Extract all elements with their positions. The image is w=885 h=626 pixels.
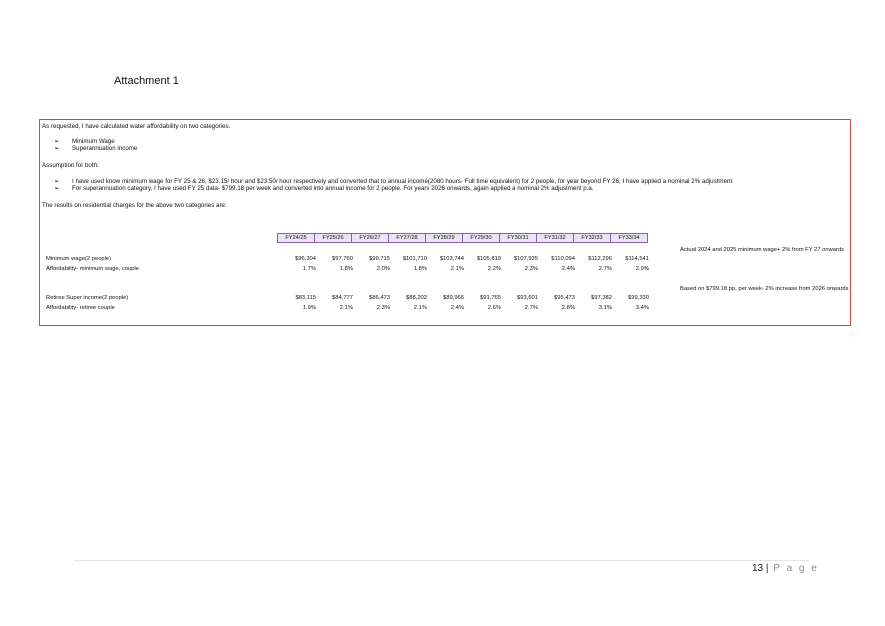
table-cell: 2.2%: [487, 266, 501, 272]
table-cell: $105,819: [476, 256, 501, 262]
arrow-bullet-icon: ➢: [54, 186, 60, 192]
column-header: FY33/34: [610, 233, 648, 243]
page-footer: 13 | P a g e: [752, 563, 819, 574]
table-cell: 1.8%: [413, 266, 427, 272]
table-cell: $93,601: [517, 295, 538, 301]
table-cell: 2.8%: [561, 305, 575, 311]
table-cell: $86,473: [369, 295, 390, 301]
table-cell: 2.4%: [450, 305, 464, 311]
table-header-row: FY24/25 FY25/26 FY26/27 FY27/28 FY28/29 …: [277, 233, 648, 243]
table-cell: $97,760: [332, 256, 353, 262]
table-cell: 2.1%: [339, 305, 353, 311]
table-cell: $110,094: [551, 256, 575, 262]
table-note: Actual 2024 and 2025 minimum wage+ 2% fr…: [680, 247, 845, 253]
table-cell: 2.6%: [487, 305, 501, 311]
table-cell: 1.7%: [302, 266, 316, 272]
category-item: ➢ Superannuation income: [54, 145, 137, 152]
table-cell: 2.9%: [635, 266, 649, 272]
assumption-text: I have used know minimum wage for FY 25 …: [72, 178, 733, 185]
footer-divider: [74, 560, 809, 561]
row-label: Retiree Super income(2 people): [46, 295, 129, 301]
column-header: FY26/27: [351, 233, 389, 243]
table-cell: 2.3%: [376, 305, 390, 311]
table-cell: $107,935: [513, 256, 538, 262]
table-cell: $103,744: [439, 256, 464, 262]
arrow-bullet-icon: ➢: [54, 139, 60, 145]
arrow-bullet-icon: ➢: [54, 146, 60, 152]
table-row: Minimum wage(2 people) $96,304 $97,760 $…: [40, 256, 852, 265]
table-cell: $88,202: [406, 295, 427, 301]
table-cell: $99,330: [628, 295, 649, 301]
table-cell: 2.4%: [561, 266, 575, 272]
page-word: P a g e: [773, 563, 819, 574]
intro-text: As requested, I have calculated water af…: [42, 123, 231, 130]
attachment-content-box: As requested, I have calculated water af…: [39, 119, 851, 326]
row-label: Affordability- minimum wage, couple: [46, 266, 140, 272]
table-cell: 3.1%: [598, 305, 612, 311]
page-separator: |: [765, 563, 769, 574]
table-cell: 1.9%: [302, 305, 316, 311]
table-cell: 2.0%: [376, 266, 390, 272]
table-note: Based on $799.18 pp, per week- 2% increa…: [680, 286, 849, 292]
table-row: Retiree Super income(2 people) $83,115 $…: [40, 295, 852, 304]
table-cell: $96,304: [295, 256, 316, 262]
table-cell: $91,765: [480, 295, 501, 301]
table-cell: 2.1%: [450, 266, 464, 272]
table-cell: $101,710: [402, 256, 427, 262]
table-cell: 2.7%: [524, 305, 538, 311]
table-cell: 2.1%: [413, 305, 427, 311]
assumption-text: For superannuation category, I have used…: [72, 185, 594, 192]
row-label: Affordability- retiree couple: [46, 305, 115, 311]
page-number: 13: [752, 563, 764, 574]
column-header: FY24/25: [277, 233, 315, 243]
category-item: ➢ Minimum Wage: [54, 138, 115, 145]
table-row: Affordability- retiree couple 1.9% 2.1% …: [40, 305, 852, 314]
category-label: Minimum Wage: [72, 138, 115, 145]
column-header: FY27/28: [388, 233, 426, 243]
table-row: Affordability- minimum wage, couple 1.7%…: [40, 266, 852, 275]
table-cell: $89,966: [443, 295, 464, 301]
table-cell: $112,296: [588, 256, 612, 262]
row-label: Minimum wage(2 people): [46, 256, 112, 262]
table-cell: 2.3%: [524, 266, 538, 272]
column-header: FY31/32: [536, 233, 574, 243]
results-text: The results on residential charges for t…: [42, 202, 227, 209]
column-header: FY28/29: [425, 233, 463, 243]
table-cell: $95,473: [554, 295, 575, 301]
attachment-title: Attachment 1: [114, 75, 179, 87]
column-header: FY25/26: [314, 233, 352, 243]
table-cell: 3.4%: [635, 305, 649, 311]
category-label: Superannuation income: [72, 145, 138, 152]
column-header: FY29/30: [462, 233, 500, 243]
table-cell: $114,541: [625, 256, 649, 262]
column-header: FY32/33: [573, 233, 611, 243]
assumption-heading: Assumption for both:: [42, 162, 99, 169]
column-header: FY30/31: [499, 233, 537, 243]
table-cell: 1.8%: [339, 266, 353, 272]
table-cell: $97,382: [591, 295, 612, 301]
arrow-bullet-icon: ➢: [54, 179, 60, 185]
assumption-item: ➢ I have used know minimum wage for FY 2…: [54, 178, 732, 185]
table-cell: $84,777: [332, 295, 353, 301]
table-cell: $83,115: [295, 295, 316, 301]
table-cell: $99,715: [369, 256, 390, 262]
table-cell: 2.7%: [598, 266, 612, 272]
assumption-item: ➢ For superannuation category, I have us…: [54, 185, 594, 192]
